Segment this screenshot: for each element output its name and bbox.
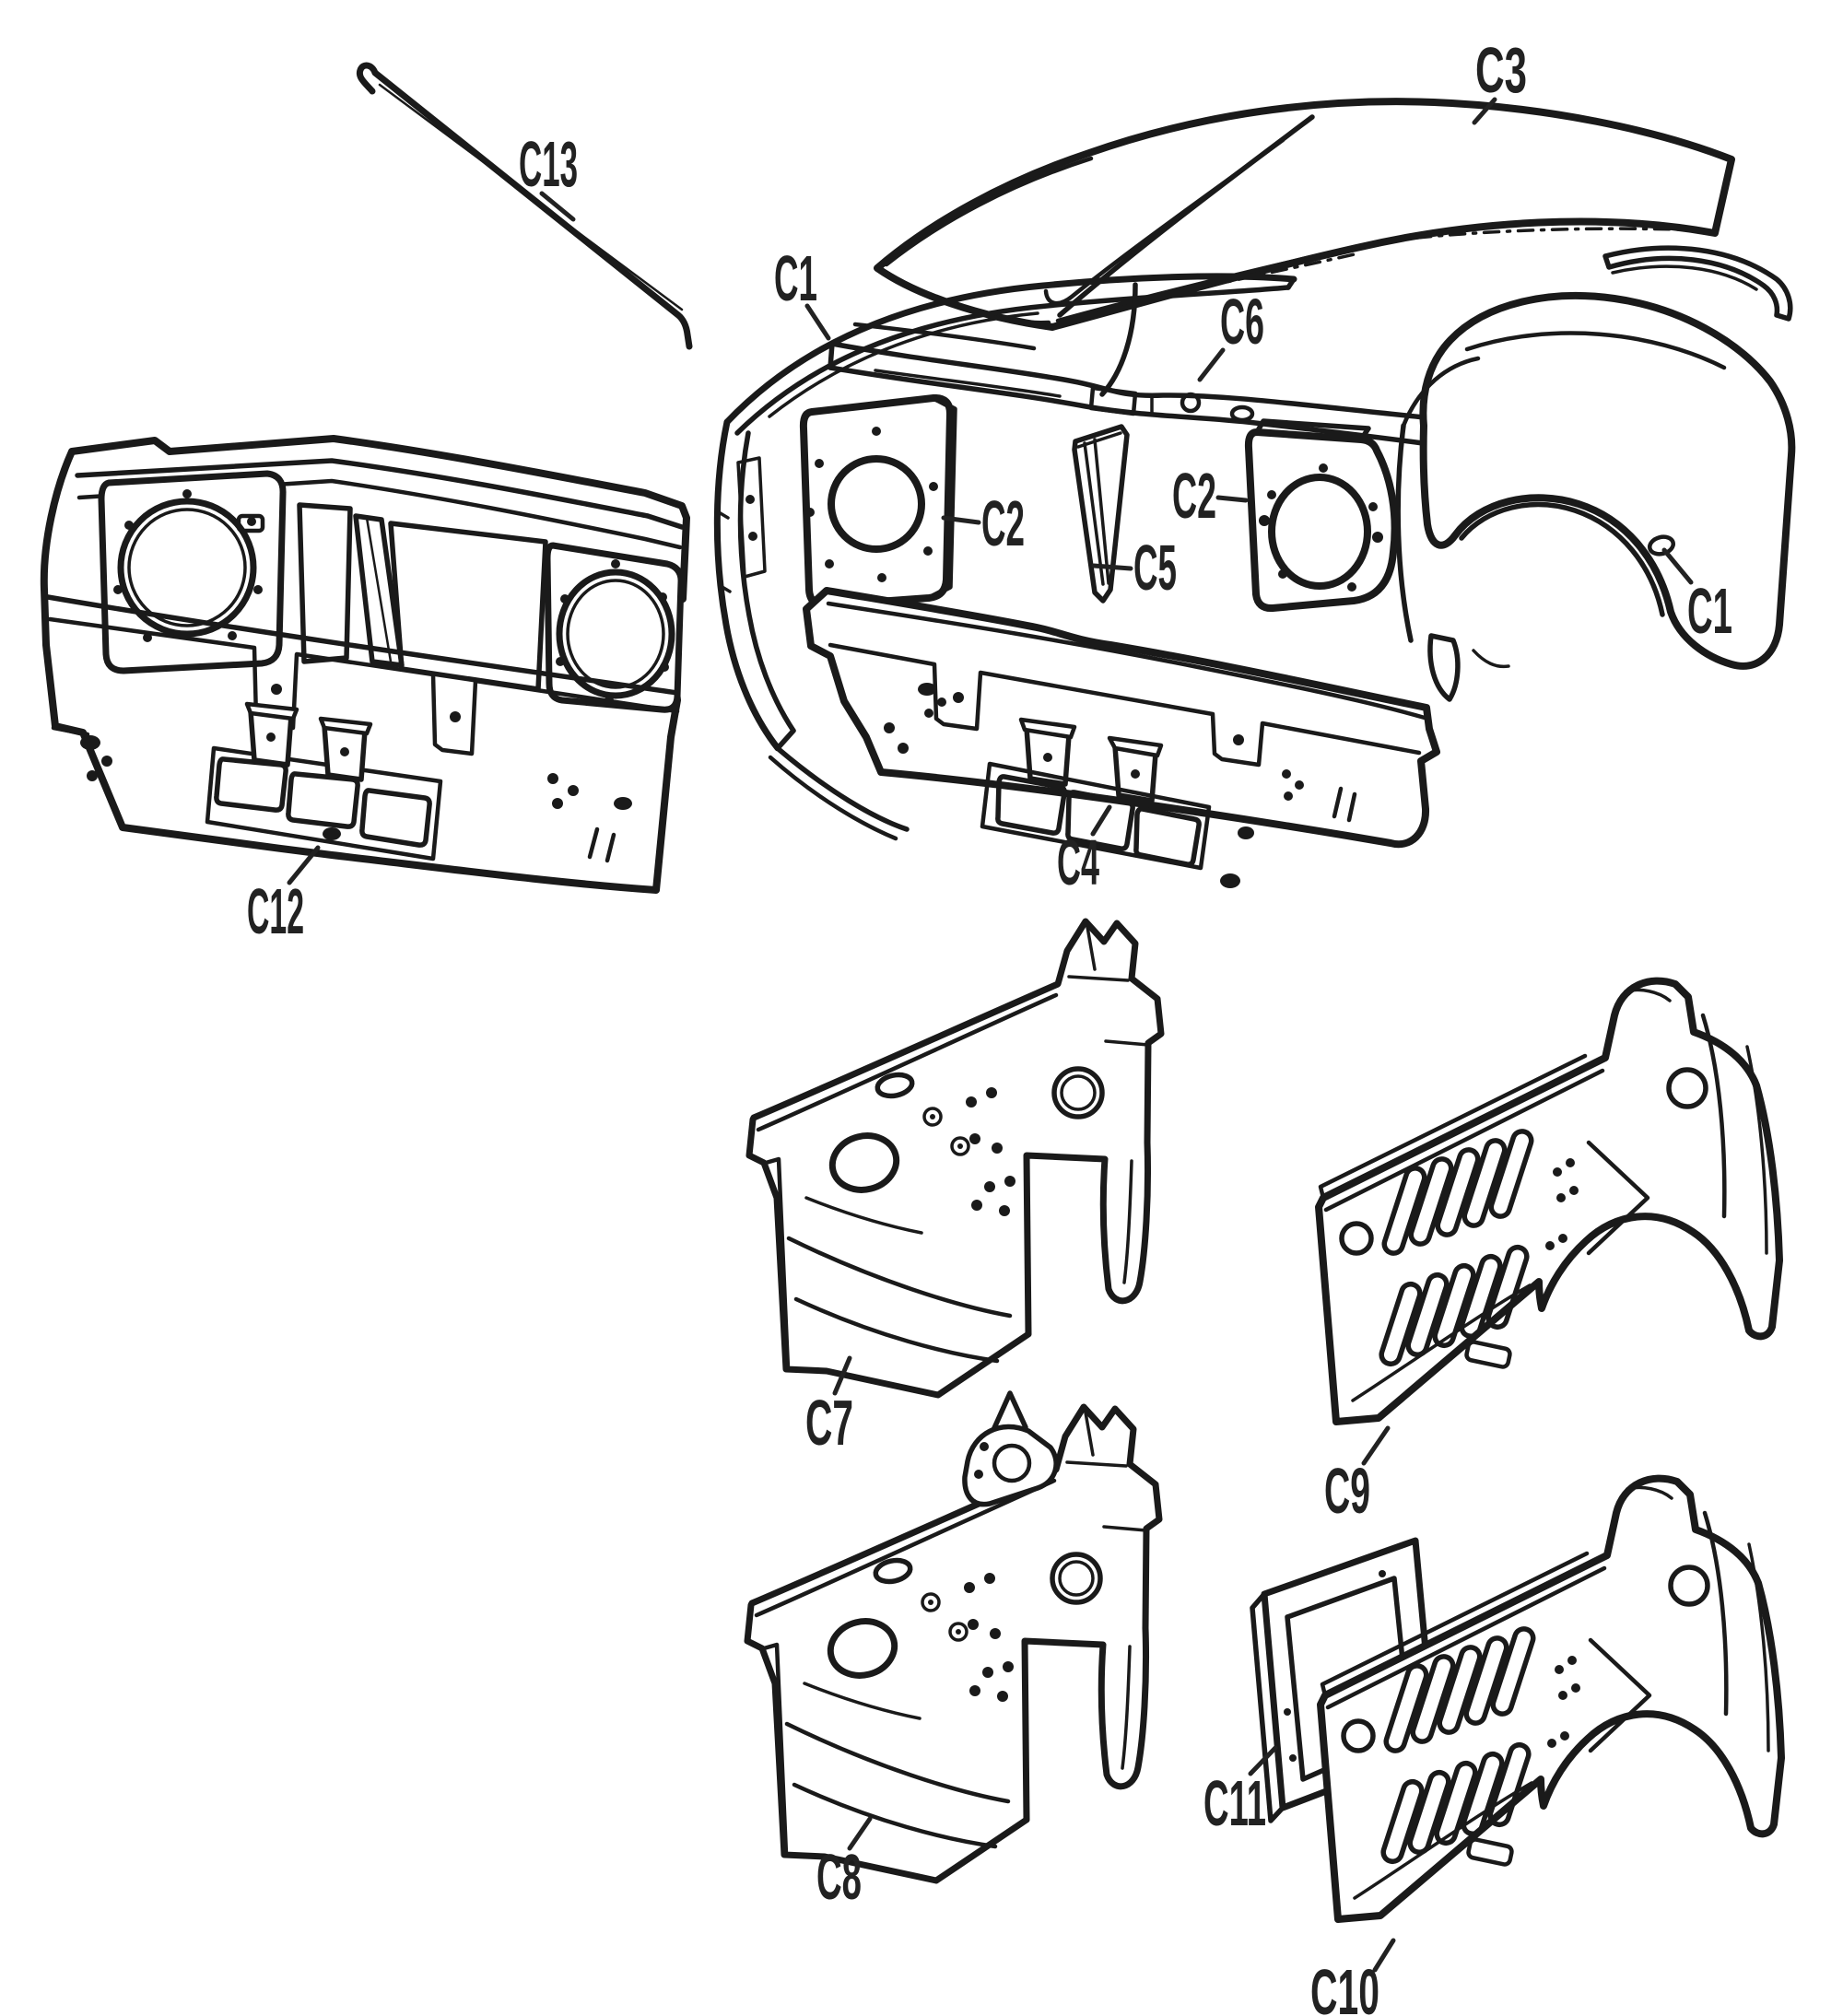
callout-c11: C11 xyxy=(1203,1767,1266,1839)
front-panel-assembly-part xyxy=(40,435,690,894)
inner-wing-panel-lh-part xyxy=(747,1390,1159,1881)
callout-c13: C13 xyxy=(519,128,578,200)
louvred-front-wing-rh-part xyxy=(1315,977,1783,1425)
inner-wing-panel-rh-part xyxy=(745,918,1165,1399)
bonnet-stay-rod-part xyxy=(356,62,693,350)
lower-front-panel-part xyxy=(803,587,1440,888)
callout-c9: C9 xyxy=(1324,1455,1370,1527)
louvred-front-wing-lh-part xyxy=(1321,1479,1781,1919)
callout-c1-wing: C1 xyxy=(1687,575,1732,647)
callout-c8: C8 xyxy=(816,1841,862,1913)
bonnet-part xyxy=(874,98,1735,331)
scuttle-right-end-part xyxy=(1602,245,1793,322)
callout-c7: C7 xyxy=(805,1387,853,1459)
scuttle-windscreen-frame-part xyxy=(713,273,1297,841)
headlamp-panel-left-part xyxy=(799,393,957,610)
callout-c12: C12 xyxy=(247,875,304,947)
centre-stiffener-strip-part xyxy=(1072,424,1130,604)
cowl-crossmember-part xyxy=(828,341,1427,446)
callout-labels: C13 C3 C1 C6 C2 C2 C5 C4 C1 C12 C7 C9 C8… xyxy=(247,34,1732,2016)
callout-c4: C4 xyxy=(1057,826,1099,898)
headlamp-panel-right-part xyxy=(1244,418,1399,613)
callout-c6: C6 xyxy=(1220,286,1264,357)
callout-c3: C3 xyxy=(1475,34,1527,106)
callout-c5: C5 xyxy=(1133,532,1177,604)
front-wing-assembled-part xyxy=(1395,292,1796,702)
callout-c2-right: C2 xyxy=(1172,460,1216,532)
callout-c10: C10 xyxy=(1310,1956,1379,2016)
callout-c2-left: C2 xyxy=(981,487,1025,559)
callout-c1-scuttle: C1 xyxy=(774,242,817,314)
